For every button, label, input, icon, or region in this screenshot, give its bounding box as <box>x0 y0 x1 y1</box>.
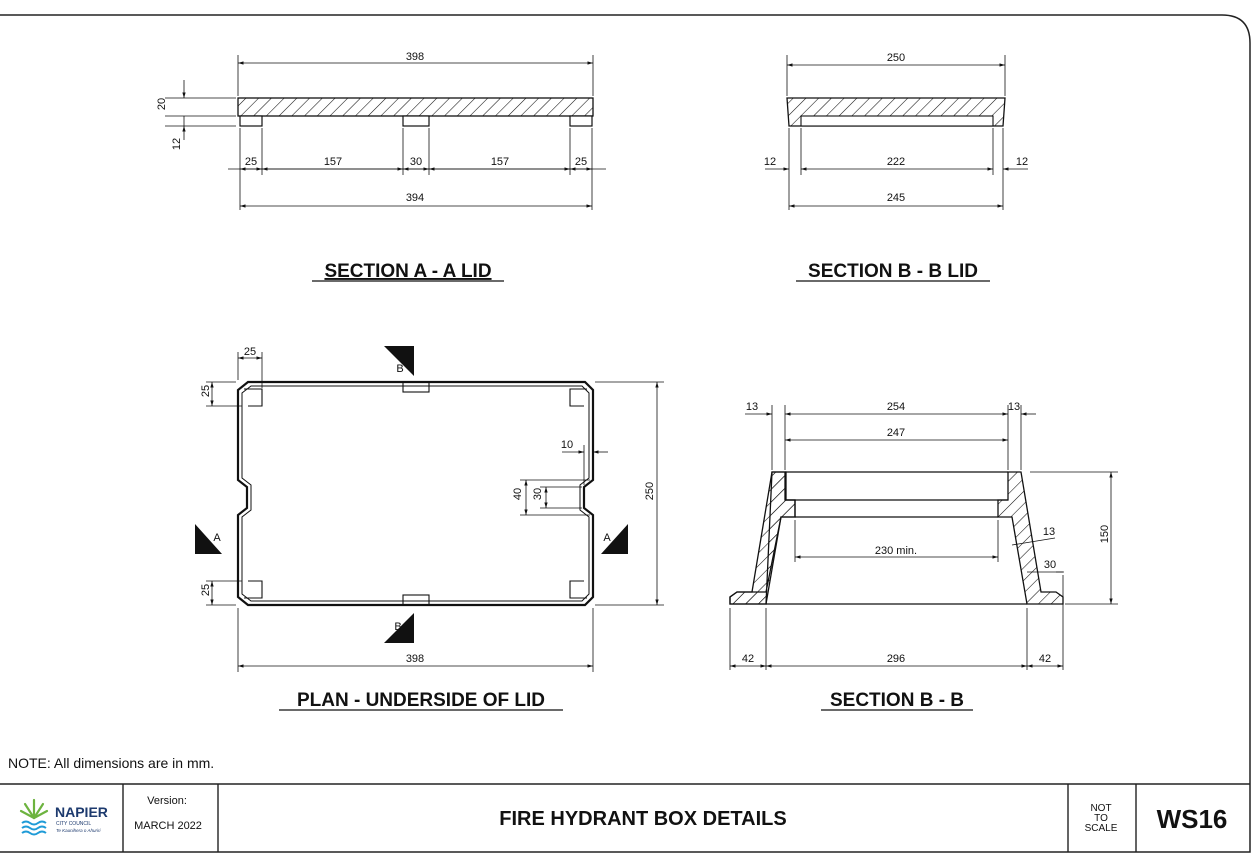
dim-plan-corner-h-bottom: 25 <box>200 584 212 596</box>
dim-bblid-overall-bottom: 245 <box>887 192 905 204</box>
dim-aa-span-left: 157 <box>324 156 342 168</box>
dim-bb-height: 150 <box>1099 525 1111 543</box>
dim-aa-thickness: 20 <box>156 98 168 110</box>
svg-text:CITY COUNCIL: CITY COUNCIL <box>56 821 91 827</box>
dim-aa-overall-top: 398 <box>406 51 424 63</box>
svg-text:NAPIER: NAPIER <box>55 804 108 820</box>
svg-text:A: A <box>603 532 611 544</box>
section-aa-title: SECTION A - A LID <box>324 261 491 282</box>
wave-icon <box>21 820 47 836</box>
dim-bb-top-inner: 247 <box>887 427 905 439</box>
dim-bb-flange-h: 30 <box>1044 559 1056 571</box>
dim-bblid-rim-left: 12 <box>764 156 776 168</box>
dim-aa-span-right: 157 <box>491 156 509 168</box>
dim-aa-leg: 12 <box>171 138 183 150</box>
section-bb-lid-drawing: 250 12 222 12 245 SECTION B - B LID <box>764 52 1028 282</box>
section-marker-b-bottom: B <box>384 613 414 643</box>
dim-plan-notch-inner: 30 <box>532 488 544 500</box>
title-block: NAPIER CITY COUNCIL Te Kaunihera o Ahuri… <box>0 783 1250 852</box>
svg-text:B: B <box>394 621 401 633</box>
drawing-title: FIRE HYDRANT BOX DETAILS <box>499 808 786 830</box>
section-bb-drawing: 13 254 13 247 13 230 min. 150 30 42 296 … <box>729 401 1118 711</box>
sheet-border <box>0 14 1251 853</box>
dim-bb-top-left: 13 <box>746 401 758 413</box>
dim-plan-width: 398 <box>406 653 424 665</box>
dim-bblid-overall-top: 250 <box>887 52 905 64</box>
dim-bblid-inner: 222 <box>887 156 905 168</box>
section-aa-lid-drawing: 398 20 12 25 157 30 157 25 394 SECTION A… <box>156 51 606 282</box>
plan-drawing: B B A A <box>195 346 664 711</box>
dim-bb-top-right: 13 <box>1008 401 1020 413</box>
scale-line-2: TO <box>1094 813 1108 824</box>
svg-text:A: A <box>213 532 221 544</box>
version-label: Version: <box>147 795 187 807</box>
section-bb-lid-title: SECTION B - B LID <box>808 261 978 282</box>
dim-bb-top-outer: 254 <box>887 401 905 413</box>
dim-plan-height: 250 <box>644 482 656 500</box>
dim-bb-base-left: 42 <box>742 653 754 665</box>
svg-text:Te Kaunihera o Ahuriri: Te Kaunihera o Ahuriri <box>56 828 101 833</box>
dim-bb-base-right: 42 <box>1039 653 1051 665</box>
dim-aa-overall-bottom: 394 <box>406 192 424 204</box>
dim-bb-base-mid: 296 <box>887 653 905 665</box>
version-value: MARCH 2022 <box>134 820 202 832</box>
leaf-icon <box>19 798 49 820</box>
dim-aa-end-right: 25 <box>575 156 587 168</box>
dim-bb-wall: 13 <box>1043 526 1055 538</box>
svg-text:B: B <box>396 363 403 375</box>
dimensions-note: NOTE: All dimensions are in mm. <box>8 755 214 771</box>
napier-logo: NAPIER CITY COUNCIL Te Kaunihera o Ahuri… <box>19 798 108 836</box>
drawing-number: WS16 <box>1157 804 1228 834</box>
section-marker-a-right: A <box>601 524 628 554</box>
dim-aa-end-left: 25 <box>245 156 257 168</box>
scale-line-3: SCALE <box>1085 823 1118 834</box>
dim-bb-clear: 230 min. <box>875 545 917 557</box>
section-marker-a-left: A <box>195 524 222 554</box>
dim-plan-notch-outer: 40 <box>512 488 524 500</box>
dim-plan-notch-depth: 10 <box>561 439 573 451</box>
dim-aa-mid: 30 <box>410 156 422 168</box>
dim-plan-corner-w: 25 <box>244 346 256 358</box>
section-bb-title: SECTION B - B <box>830 690 964 711</box>
scale-line-1: NOT <box>1090 803 1111 814</box>
section-marker-b-top: B <box>384 346 414 376</box>
dim-bblid-rim-right: 12 <box>1016 156 1028 168</box>
plan-title: PLAN - UNDERSIDE OF LID <box>297 690 545 711</box>
dim-plan-corner-h-top: 25 <box>200 385 212 397</box>
